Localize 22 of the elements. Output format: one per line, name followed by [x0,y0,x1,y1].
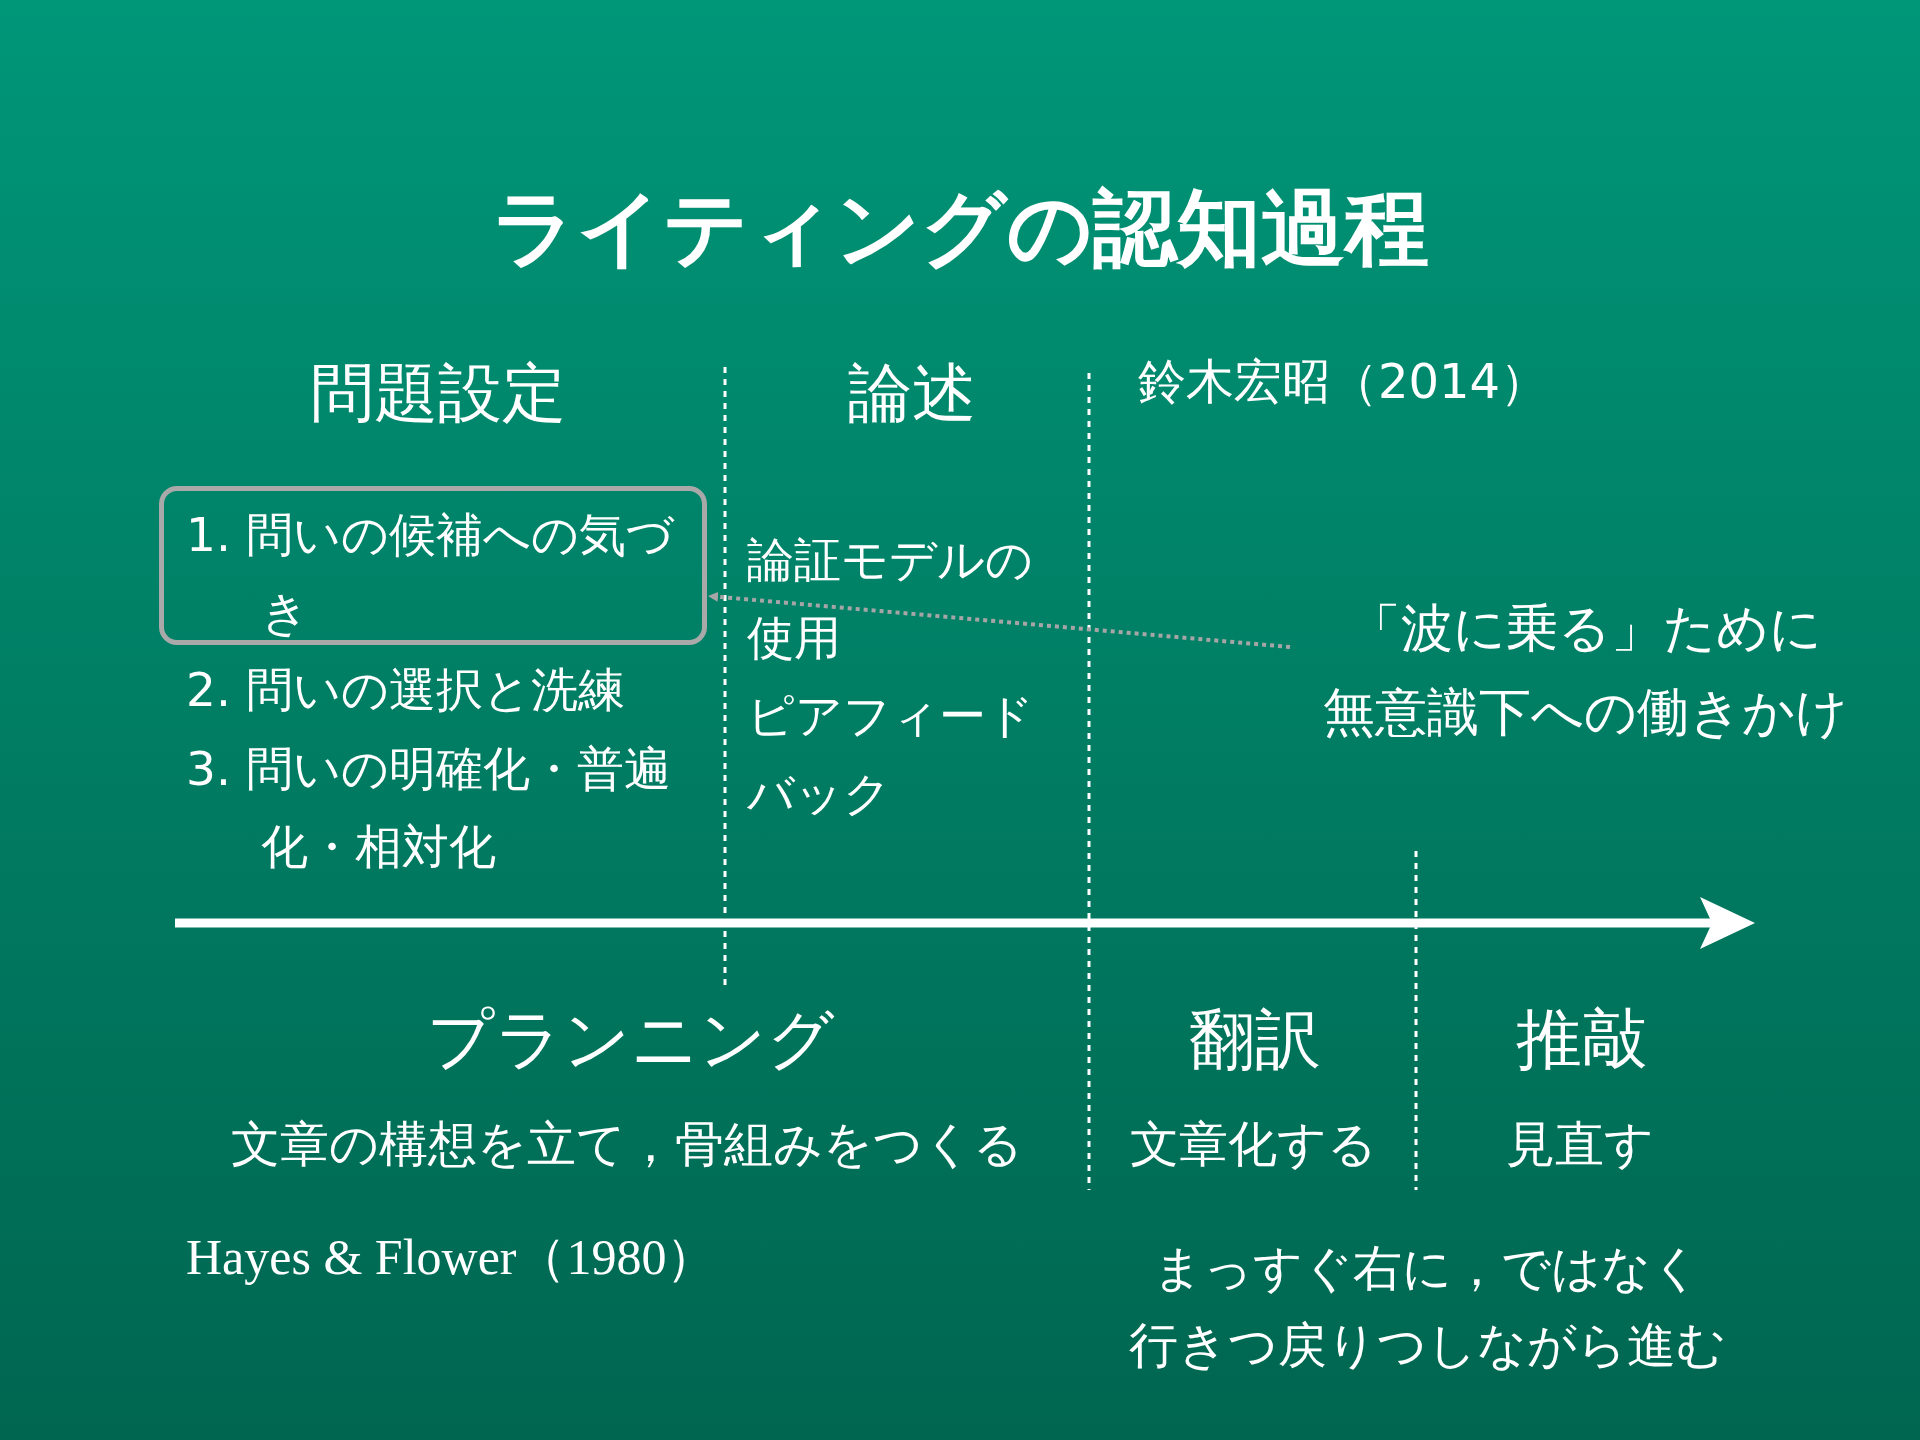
label-text: 3. 問いの明確化・普遍化・相対化 [186,740,672,876]
label-text: まっすぐ右に，ではなく [1152,1239,1702,1299]
label-text: 文章の構想を立て，骨組みをつくる [230,1115,1024,1175]
label-text: 推敲 [1515,1000,1649,1080]
dotted-arrow [708,591,1291,649]
note-text: 無意識下への働きかけ [1322,681,1848,744]
label-text: 2. 問いの選択と洗練 [186,661,626,719]
label-text: 見直す [1505,1115,1655,1175]
label-text: 文章化する [1128,1115,1378,1175]
label-text: Hayes & Flower（1980） [186,1228,718,1287]
label-text: ピアフィードバック [747,687,1035,823]
list-item: 1. 問いの候補への気づき [186,506,675,642]
title: ライティングの認知過程 [490,178,1430,279]
label-text: 論述 [847,355,977,432]
label-text: 行きつ戻りつしながら進む [1127,1316,1727,1376]
label-text: 鈴木宏昭（2014） [1138,352,1550,411]
label-text: 論証モデルの使用 [747,531,1034,667]
note-text: 「波に乗る」ために [1348,597,1822,660]
label-text: プランニング [426,1000,836,1080]
label-text: 問題設定 [309,355,567,432]
highlight-box [159,486,707,645]
label-text: 翻訳 [1188,1000,1322,1080]
